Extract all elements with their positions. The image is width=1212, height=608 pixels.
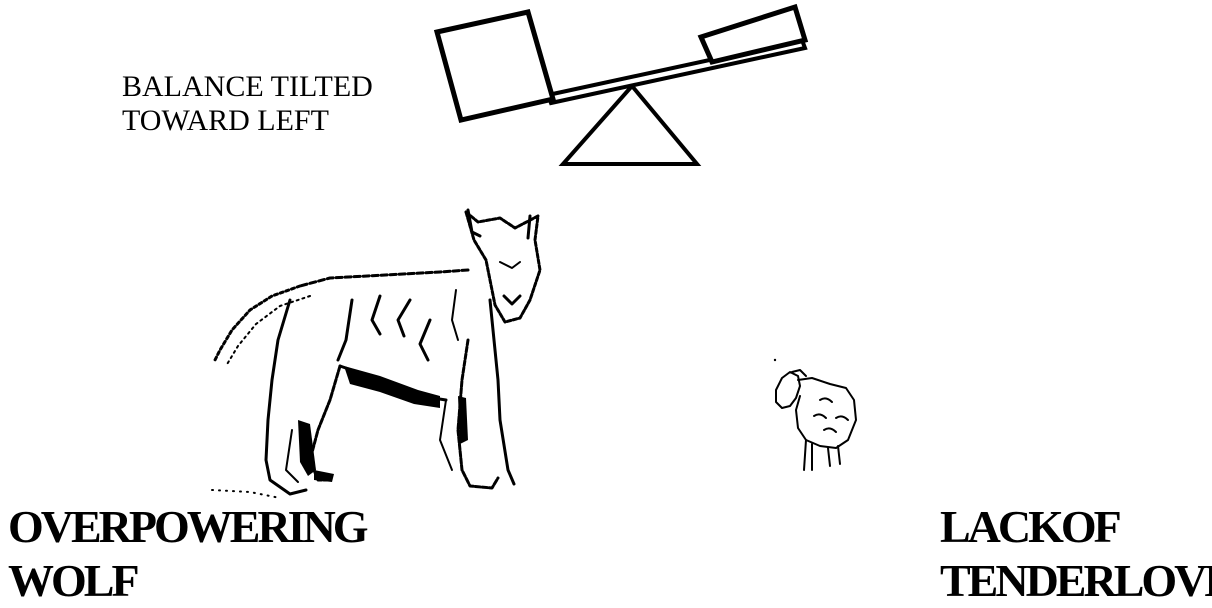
caption-line-1: BALANCE TILTED [122, 70, 373, 104]
caption-line-2: TOWARD LEFT [122, 104, 373, 138]
lamb-label-line-1: LACKOF [940, 500, 1212, 554]
wolf-label-line-2: WOLF [8, 554, 366, 608]
lamb-label-line-2: TENDERLOVE [940, 554, 1212, 608]
lamb-label: LACKOF TENDERLOVE [940, 500, 1212, 608]
wolf-label-line-1: OVERPOWERING [8, 500, 366, 554]
wolf-label: OVERPOWERING WOLF [8, 500, 366, 608]
balance-caption: BALANCE TILTED TOWARD LEFT [122, 70, 373, 138]
